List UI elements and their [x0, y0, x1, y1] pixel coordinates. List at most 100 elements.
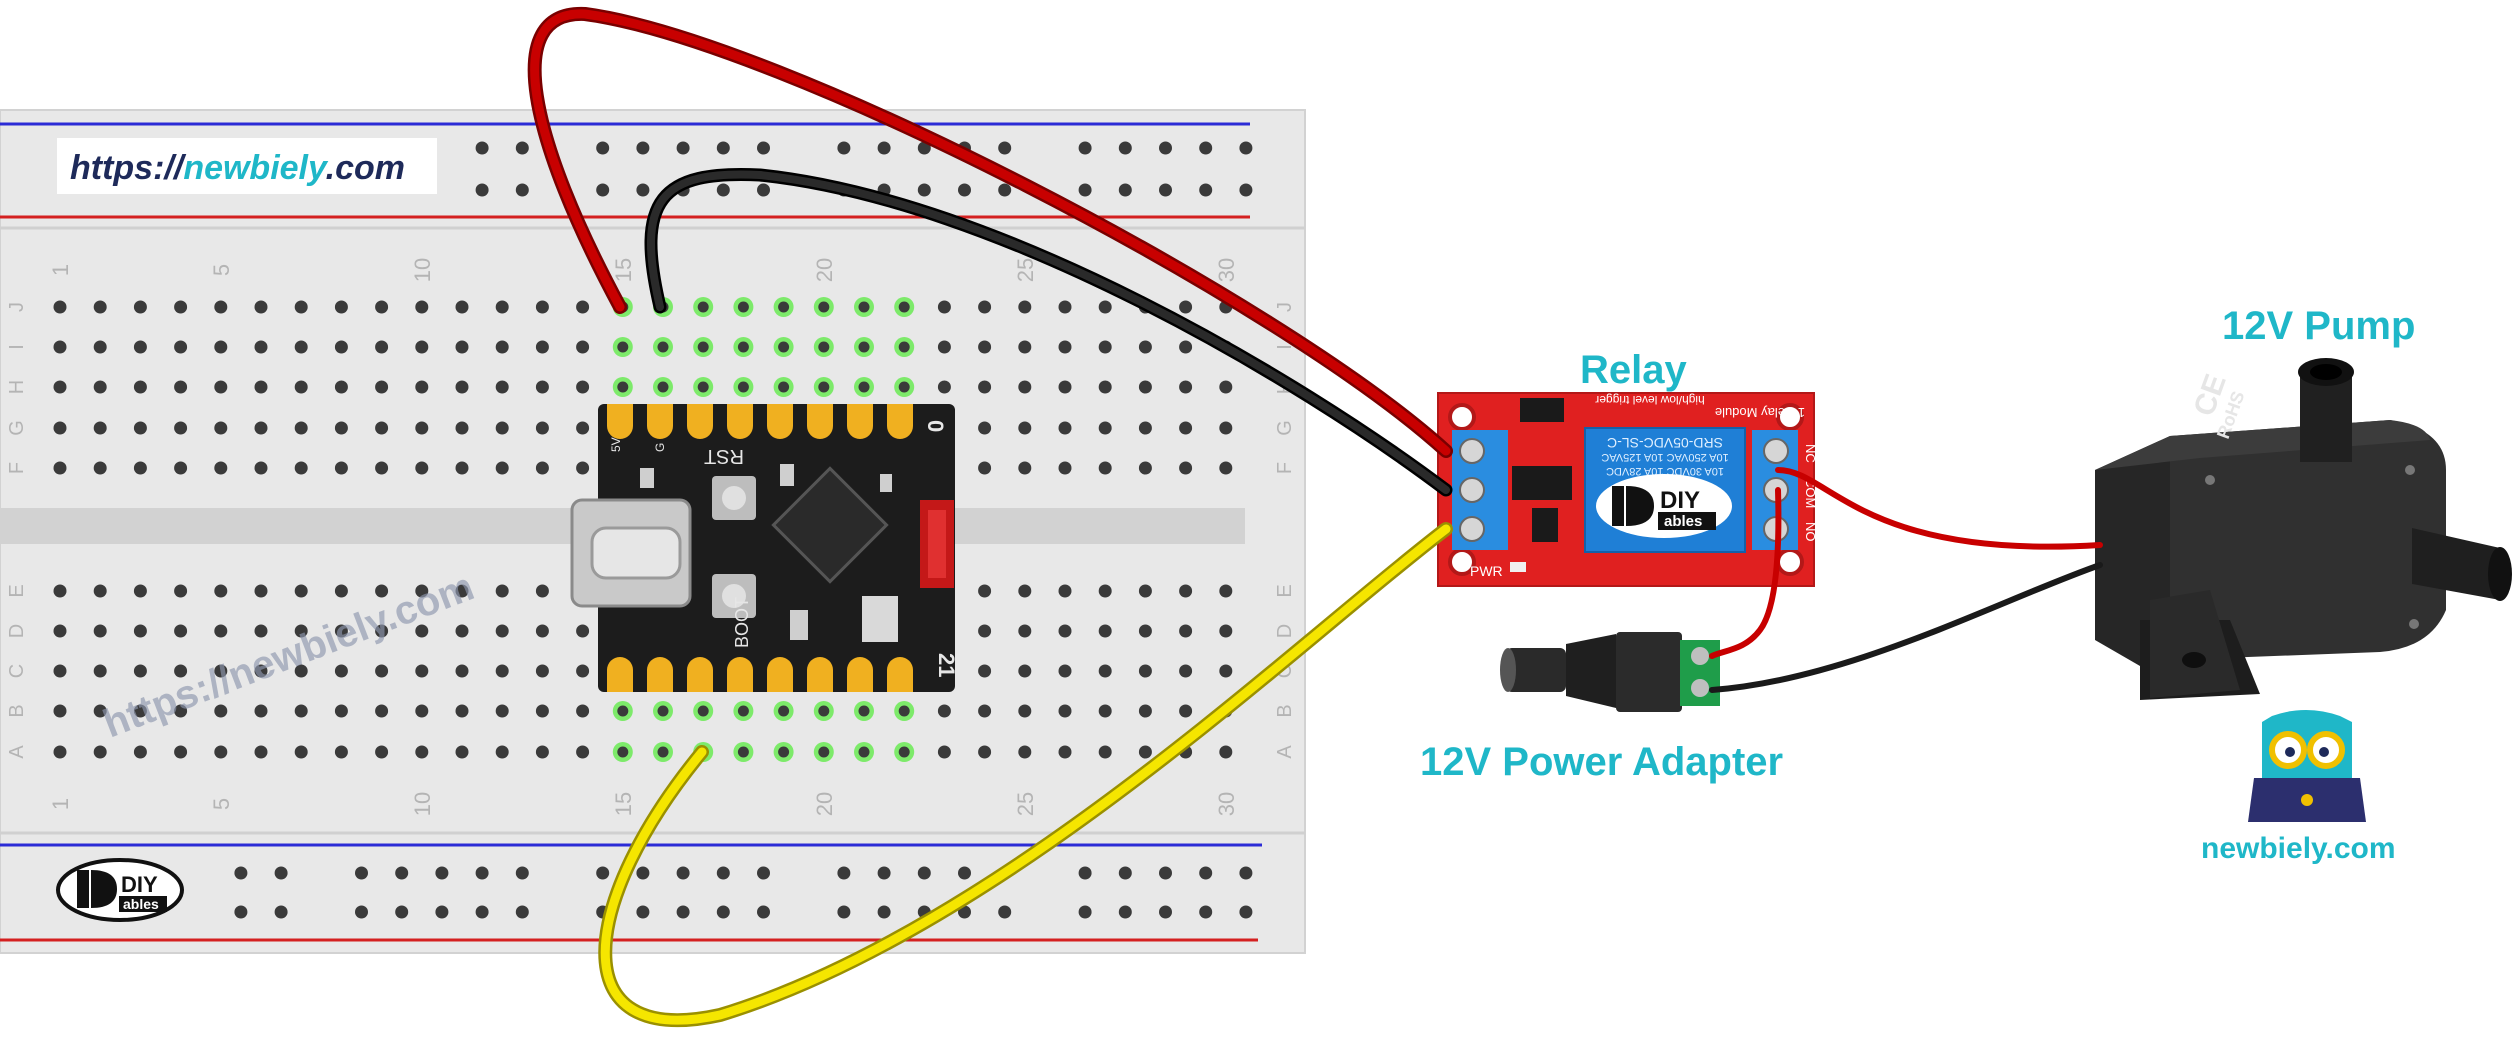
breadboard-hole [676, 905, 690, 919]
breadboard-hole [395, 866, 409, 880]
breadboard-hole [978, 704, 992, 718]
breadboard-hole [1118, 183, 1132, 197]
breadboard-hole [697, 301, 709, 313]
breadboard-hole [375, 421, 389, 435]
breadboard-hole [455, 704, 469, 718]
row-letter-left: G [6, 420, 28, 436]
url-text: https://newbiely.com [70, 149, 405, 187]
breadboard-hole [1179, 380, 1193, 394]
breadboard-hole [53, 624, 67, 638]
breadboard-hole [214, 300, 228, 314]
breadboard-hole [778, 746, 790, 758]
mount-hole [1448, 403, 1476, 431]
terminal-label-nc: NC [1803, 444, 1818, 463]
breadboard-hole [515, 183, 529, 197]
column-number-top: 25 [1013, 258, 1038, 282]
ldo-chip [862, 596, 898, 642]
row-letter-right: D [1274, 624, 1296, 638]
pin-pad [847, 404, 873, 439]
pump-label: 12V Pump [2222, 304, 2415, 348]
breadboard-hole [475, 905, 489, 919]
pin-pad [887, 404, 913, 439]
breadboard-hole [1058, 380, 1072, 394]
breadboard-hole [495, 300, 509, 314]
breadboard-hole [1078, 141, 1092, 155]
breadboard-hole [617, 705, 629, 717]
breadboard-hole [1098, 584, 1112, 598]
bottom-pin-header [607, 657, 913, 692]
breadboard-hole [576, 300, 590, 314]
breadboard-hole [1199, 183, 1213, 197]
breadboard-hole [716, 905, 730, 919]
mount-hole [1776, 548, 1804, 576]
breadboard-hole [716, 141, 730, 155]
breadboard-hole [1138, 745, 1152, 759]
logo-d-mark [1612, 486, 1654, 526]
logo-bottom-text: ables [123, 896, 159, 912]
breadboard-hole [375, 300, 389, 314]
breadboard-hole [133, 300, 147, 314]
breadboard-hole [495, 664, 509, 678]
breadboard-hole [617, 381, 629, 393]
breadboard-hole [334, 421, 348, 435]
breadboard-hole [415, 300, 429, 314]
pin-pad [647, 404, 673, 439]
breadboard-hole [294, 745, 308, 759]
breadboard-hole [334, 624, 348, 638]
relay-rating-2: 10A 30VDC 10A 28VDC [1606, 465, 1724, 477]
breadboard-hole [334, 745, 348, 759]
breadboard-hole [334, 380, 348, 394]
breadboard-hole [53, 340, 67, 354]
breadboard-hole [254, 664, 268, 678]
breadboard-hole [395, 905, 409, 919]
logo-bottom-band [119, 896, 167, 912]
column-number-top: 30 [1214, 258, 1239, 282]
breadboard-hole [737, 301, 749, 313]
breadboard-hole [455, 340, 469, 354]
column-number-bottom: 1 [48, 798, 73, 810]
mount-hole [1776, 403, 1804, 431]
breadboard-hole [1179, 421, 1193, 435]
breadboard-hole [837, 141, 851, 155]
module-trigger-text: high/low level trigger [1595, 393, 1704, 407]
terminal-screw [1459, 477, 1485, 503]
breadboard-hole [657, 381, 669, 393]
breadboard-hole [294, 704, 308, 718]
breadboard-hole [133, 584, 147, 598]
breadboard-hole [435, 866, 449, 880]
column-number-top: 15 [611, 258, 636, 282]
pin-pad [807, 404, 833, 439]
boot-button-cap [722, 584, 746, 608]
breadboard-hole [1199, 866, 1213, 880]
breadboard-hole [1058, 584, 1072, 598]
site-label: newbiely.com [2201, 832, 2396, 865]
breadboard-hole [757, 183, 770, 197]
breadboard-hole [1179, 664, 1193, 678]
breadboard-hole [515, 141, 529, 155]
breadboard-hole [294, 461, 308, 475]
breadboard-hole [757, 905, 770, 919]
breadboard-hole [174, 664, 188, 678]
breadboard-hole [1239, 866, 1253, 880]
breadboard-hole [375, 704, 389, 718]
breadboard-hole [1219, 461, 1233, 475]
pin-pad [727, 657, 753, 692]
row-letter-left: H [6, 380, 28, 394]
breadboard-hole [495, 461, 509, 475]
relay-label: Relay [1580, 348, 1687, 392]
pin-pad [727, 404, 753, 439]
breadboard-hole [53, 300, 67, 314]
breadboard-hole [254, 380, 268, 394]
breadboard-hole [93, 300, 107, 314]
breadboard-hole [1199, 141, 1213, 155]
breadboard-hole [1018, 421, 1032, 435]
breadboard-hole [254, 421, 268, 435]
breadboard-hole [475, 866, 489, 880]
url-suffix: .com [326, 149, 405, 187]
breadboard-hole [858, 746, 870, 758]
row-letter-left: B [6, 704, 28, 717]
breadboard-hole [978, 340, 992, 354]
owl-laptop-icon [2248, 710, 2366, 822]
breadboard-hole [978, 380, 992, 394]
breadboard-hole [174, 624, 188, 638]
